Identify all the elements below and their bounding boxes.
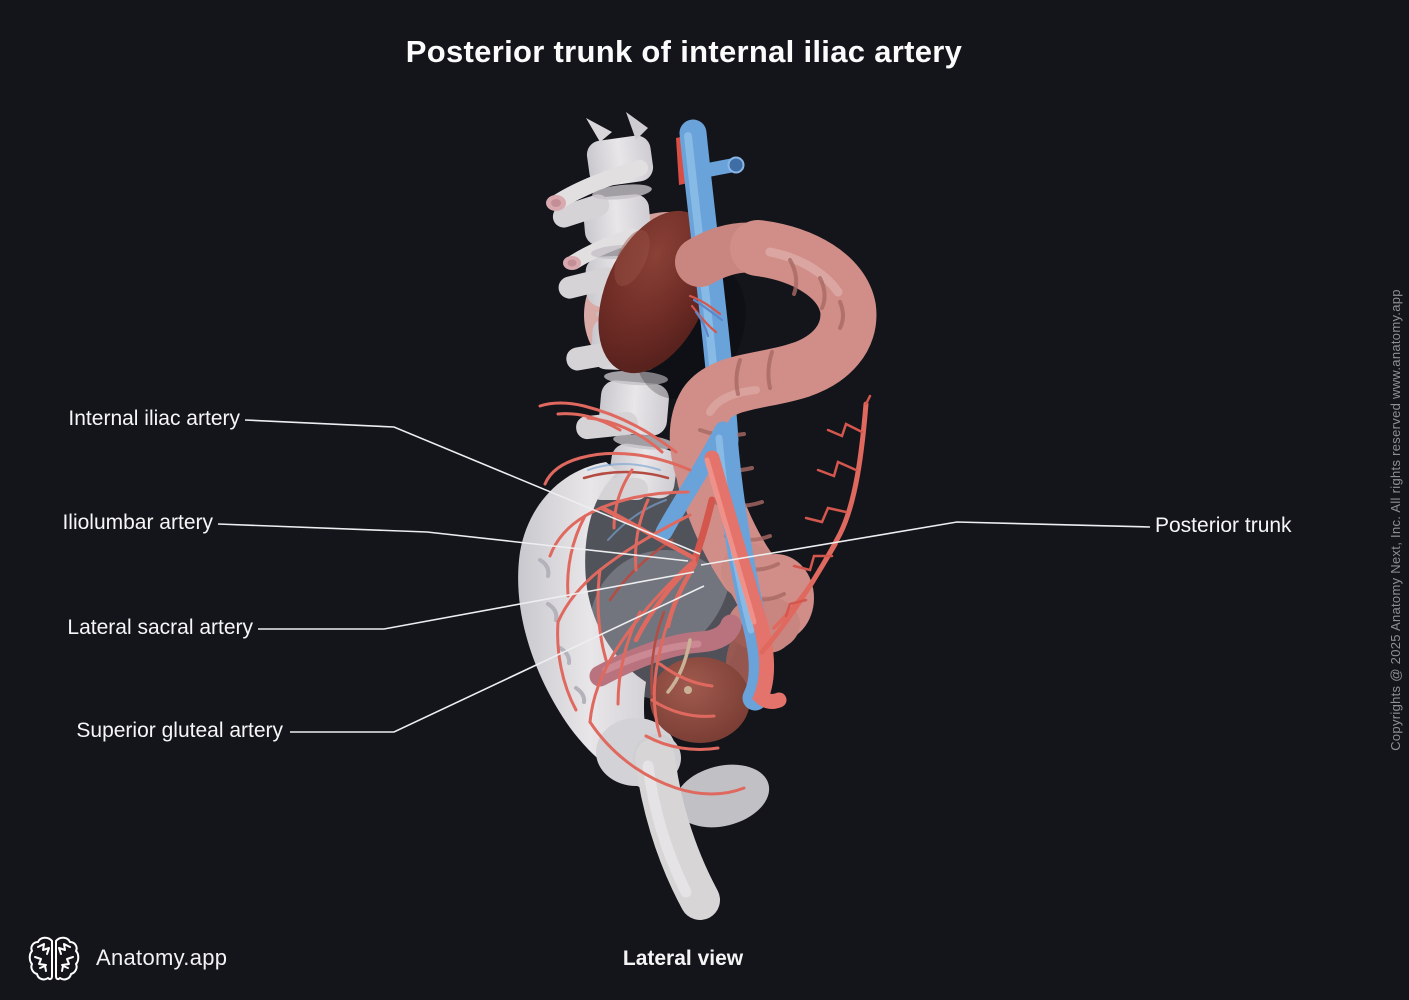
superior-gluteal-artery-tree [759, 394, 872, 655]
renal-vessels [688, 294, 724, 338]
leader-line-internal-iliac-artery [244, 419, 701, 555]
page-title: Posterior trunk of internal iliac artery [405, 34, 963, 69]
label-internal-iliac-artery: Internal iliac artery [68, 407, 240, 430]
label-lateral-sacral-artery: Lateral sacral artery [67, 616, 253, 639]
view-caption: Lateral view [622, 947, 744, 970]
pelvic-organs [589, 614, 771, 743]
leader-line-superior-gluteal-artery [290, 585, 705, 733]
copyright-text: Copyrights @ 2025 Anatomy Next, Inc. All… [1388, 289, 1403, 751]
iliac-vessels [655, 421, 787, 711]
brain-icon [28, 936, 80, 981]
leader-lines [217, 419, 1151, 733]
ureter [666, 638, 692, 694]
leader-line-iliolumbar-artery [217, 523, 689, 562]
bladder [650, 657, 750, 743]
leader-line-lateral-sacral-artery [258, 571, 695, 630]
label-iliolumbar-artery: Iliolumbar artery [62, 511, 213, 534]
brand-name: Anatomy.app [96, 945, 228, 970]
branding: Anatomy.app [28, 932, 227, 984]
label-posterior-trunk: Posterior trunk [1155, 514, 1292, 537]
label-superior-gluteal-artery: Superior gluteal artery [76, 719, 283, 742]
leader-line-posterior-trunk [700, 521, 1151, 566]
